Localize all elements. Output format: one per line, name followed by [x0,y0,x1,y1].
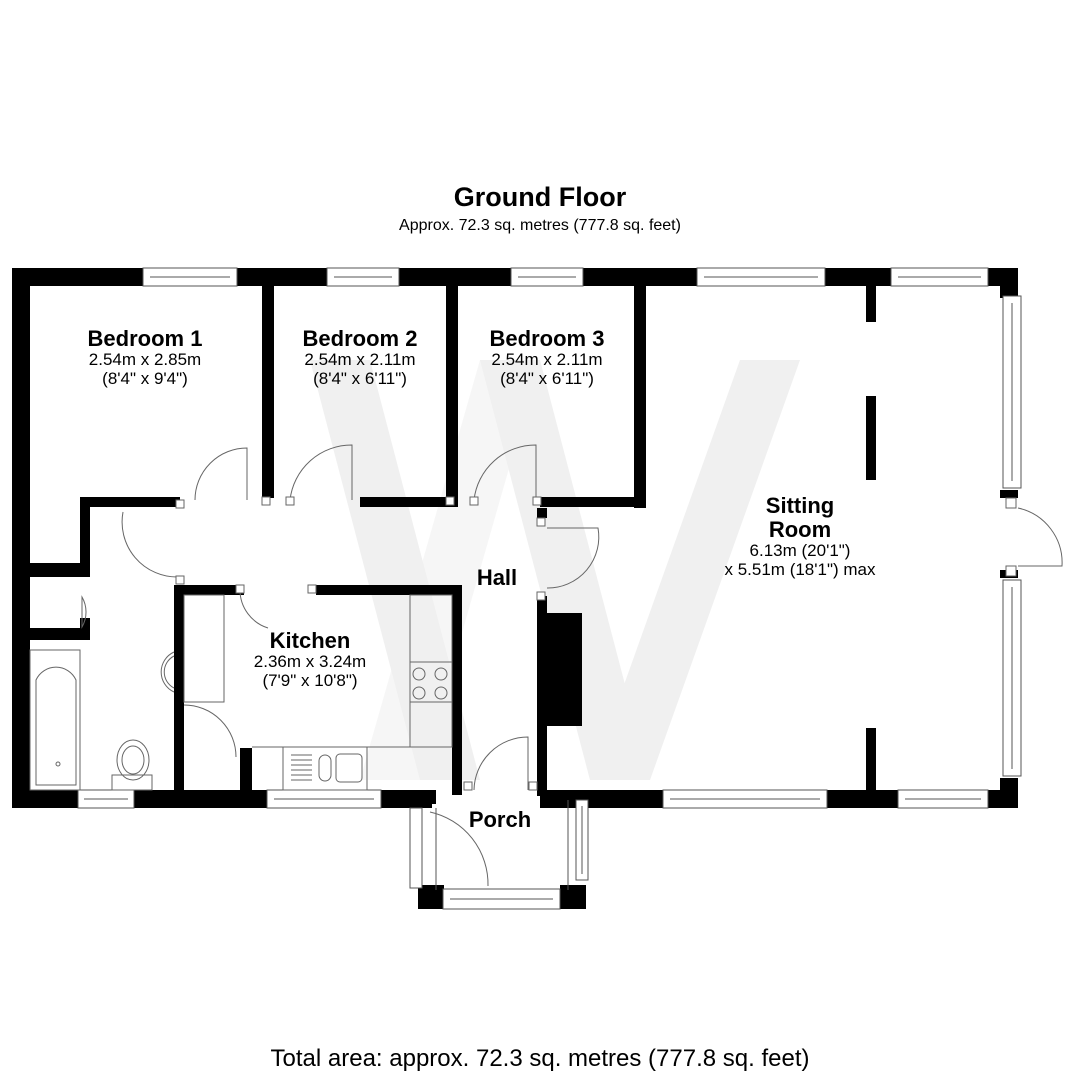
door-jambs [175,496,1017,791]
room-bedroom-2: Bedroom 2 2.54m x 2.11m (8'4" x 6'11") [272,326,448,389]
room-dimensions-imperial: (7'9" x 10'8") [262,670,358,690]
room-name: Bedroom 3 [489,326,605,351]
room-hall: Hall [460,565,534,590]
door-swings [81,444,1063,887]
bathroom-fixtures [29,649,175,791]
room-name-line-2: Room [768,517,832,543]
floor-area-subtitle: Approx. 72.3 sq. metres (777.8 sq. feet) [399,217,681,234]
room-bedroom-3: Bedroom 3 2.54m x 2.11m (8'4" x 6'11") [458,326,636,389]
room-name: Kitchen [269,628,351,653]
porch-walls [435,800,569,890]
room-bedroom-1: Bedroom 1 2.54m x 2.85m (8'4" x 9'4") [40,326,250,389]
room-name: Bedroom 1 [87,326,203,351]
room-dimensions-metric: 2.36m x 3.24m [253,652,367,672]
room-dimensions-metric: 2.54m x 2.85m [88,350,202,370]
room-porch: Porch [450,807,550,832]
total-area-footer: Total area: approx. 72.3 sq. metres (777… [270,1045,810,1072]
floor-title: Ground Floor [453,182,627,212]
room-name: Hall [476,565,518,590]
room-name-line-1: Sitting [765,493,835,518]
room-kitchen: Kitchen 2.36m x 3.24m (7'9" x 10'8") [220,628,400,691]
room-name: Porch [468,807,532,832]
room-dimensions-metric: 2.54m x 2.11m [491,350,603,370]
room-dimensions-line-1: 6.13m (20'1") [749,541,851,561]
room-dimensions-line-2: x 5.51m (18'1") max [724,560,876,580]
room-dimensions-imperial: (8'4" x 6'11") [313,368,407,388]
room-dimensions-metric: 2.54m x 2.11m [304,350,416,370]
hob-ring-icon [412,667,426,681]
room-name: Bedroom 2 [302,326,418,351]
kitchen-fixtures [183,594,453,791]
room-sitting-room: Sitting Room 6.13m (20'1") x 5.51m (18'1… [680,493,920,580]
room-dimensions-imperial: (8'4" x 9'4") [102,368,188,388]
room-dimensions-imperial: (8'4" x 6'11") [500,368,594,388]
